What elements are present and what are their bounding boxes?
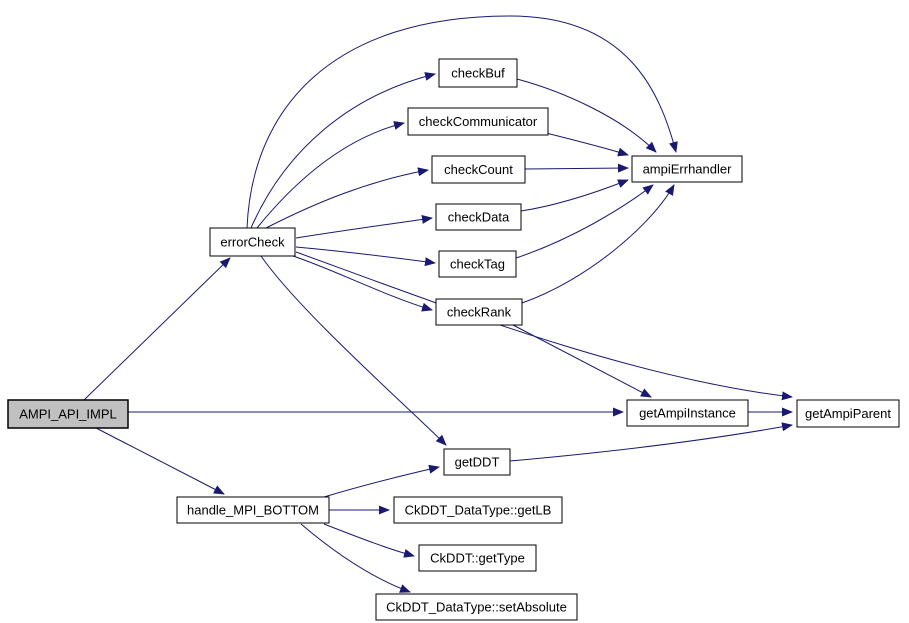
node-box-checkCommunicator[interactable]: [407, 107, 549, 136]
node-box-CkDDT_getType[interactable]: [418, 544, 537, 572]
edge-errorCheck-to-checkTag: [295, 246, 436, 267]
node-box-handle_MPI_BOTTOM[interactable]: [176, 496, 330, 524]
edge-checkCommunicator-to-ampiErrhandler: [545, 132, 629, 157]
node-checkTag[interactable]: checkTag: [438, 250, 517, 278]
node-AMPI_API_IMPL[interactable]: AMPI_API_IMPL: [7, 399, 129, 429]
node-box-checkTag[interactable]: [438, 250, 517, 278]
edge-checkCount-to-ampiErrhandler: [524, 163, 629, 173]
node-label-CkDDT_DataType_getLB: CkDDT_DataType::getLB: [405, 503, 552, 518]
node-label-checkCommunicator: checkCommunicator: [419, 114, 538, 129]
edge-checkTag-to-ampiErrhandler: [515, 184, 654, 259]
edge-getDDT-to-getAmpiParent: [509, 422, 793, 462]
node-checkCommunicator[interactable]: checkCommunicator: [407, 107, 549, 136]
node-CkDDT_DataType_setAbsolute[interactable]: CkDDT_DataType::setAbsolute: [375, 593, 578, 621]
node-box-ampiErrhandler[interactable]: [631, 155, 743, 183]
node-box-AMPI_API_IMPL[interactable]: [7, 399, 129, 429]
edge-errorCheck-to-checkCount: [265, 167, 429, 229]
edge-checkRank-to-ampiErrhandler: [521, 184, 675, 304]
edge-errorCheck-to-checkData: [295, 214, 433, 239]
edge-AMPI_API_IMPL-to-errorCheck: [83, 257, 231, 401]
nodes-layer: AMPI_API_IMPL errorCheck checkBuf checkComm…: [7, 58, 900, 621]
node-checkBuf[interactable]: checkBuf: [438, 58, 518, 88]
edge-handle_MPI_BOTTOM-to-getDDT: [323, 464, 440, 498]
edge-checkRank-to-getAmpiInstance: [512, 324, 652, 398]
node-getAmpiParent[interactable]: getAmpiParent: [796, 399, 900, 428]
node-label-checkRank: checkRank: [447, 305, 512, 320]
node-box-checkData[interactable]: [435, 203, 522, 231]
edge-errorCheck-to-getDDT: [260, 255, 447, 446]
node-CkDDT_DataType_getLB[interactable]: CkDDT_DataType::getLB: [393, 496, 563, 524]
node-label-checkTag: checkTag: [450, 257, 505, 272]
node-label-getAmpiInstance: getAmpiInstance: [639, 406, 736, 421]
node-handle_MPI_BOTTOM[interactable]: handle_MPI_BOTTOM: [176, 496, 330, 524]
edge-errorCheck-to-checkBuf: [250, 72, 436, 229]
edge-checkBuf-to-ampiErrhandler: [516, 78, 657, 153]
node-box-checkRank[interactable]: [435, 298, 523, 326]
node-checkCount[interactable]: checkCount: [431, 155, 526, 184]
node-box-CkDDT_DataType_setAbsolute[interactable]: [375, 593, 578, 621]
node-label-errorCheck: errorCheck: [220, 235, 285, 250]
node-getAmpiInstance[interactable]: getAmpiInstance: [626, 399, 749, 427]
edge-AMPI_API_IMPL-to-handle_MPI_BOTTOM: [95, 427, 225, 495]
edge-handle_MPI_BOTTOM-to-CkDDT_DataType_setAbsolute: [300, 523, 411, 593]
node-checkData[interactable]: checkData: [435, 203, 522, 231]
edge-errorCheck-to-ampiErrhandler: [246, 15, 678, 229]
edge-handle_MPI_BOTTOM-to-CkDDT_getType: [323, 523, 415, 558]
node-label-ampiErrhandler: ampiErrhandler: [643, 162, 733, 177]
node-label-checkData: checkData: [448, 210, 510, 225]
node-ampiErrhandler[interactable]: ampiErrhandler: [631, 155, 743, 183]
edges-layer: [83, 15, 793, 593]
edge-errorCheck-to-getAmpiParent: [295, 251, 793, 401]
node-box-checkBuf[interactable]: [438, 58, 518, 88]
edge-errorCheck-to-checkRank: [292, 255, 433, 312]
node-label-AMPI_API_IMPL: AMPI_API_IMPL: [19, 407, 117, 422]
node-box-CkDDT_DataType_getLB[interactable]: [393, 496, 563, 524]
node-label-CkDDT_DataType_setAbsolute: CkDDT_DataType::setAbsolute: [386, 600, 567, 615]
node-label-getDDT: getDDT: [455, 455, 500, 470]
node-box-getAmpiInstance[interactable]: [626, 399, 749, 427]
node-label-checkCount: checkCount: [444, 162, 513, 177]
node-box-errorCheck[interactable]: [209, 227, 296, 257]
edge-checkData-to-ampiErrhandler: [520, 179, 629, 212]
node-label-CkDDT_getType: CkDDT::getType: [430, 551, 525, 566]
node-errorCheck[interactable]: errorCheck: [209, 227, 296, 257]
node-CkDDT_getType[interactable]: CkDDT::getType: [418, 544, 537, 572]
node-label-getAmpiParent: getAmpiParent: [805, 406, 891, 421]
node-label-handle_MPI_BOTTOM: handle_MPI_BOTTOM: [187, 503, 319, 518]
node-label-checkBuf: checkBuf: [451, 66, 505, 81]
node-checkRank[interactable]: checkRank: [435, 298, 523, 326]
edge-errorCheck-to-checkCommunicator: [256, 121, 405, 229]
node-box-getDDT[interactable]: [443, 448, 511, 476]
node-box-getAmpiParent[interactable]: [796, 399, 900, 428]
node-getDDT[interactable]: getDDT: [443, 448, 511, 476]
node-box-checkCount[interactable]: [431, 155, 526, 184]
